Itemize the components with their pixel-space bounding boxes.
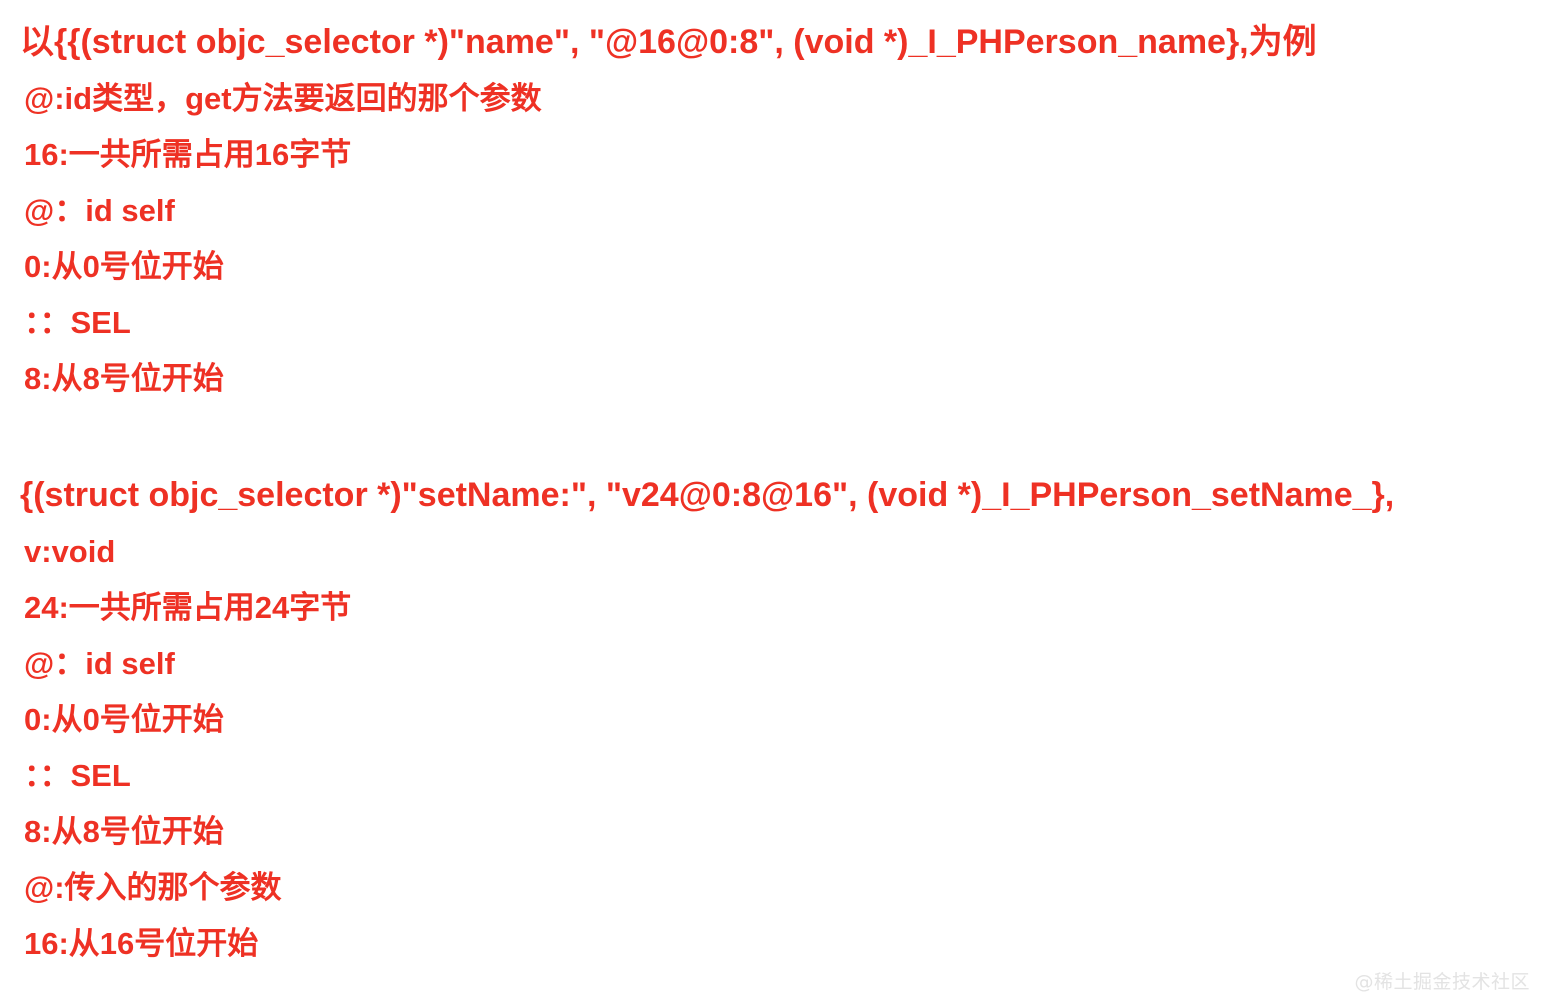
getter-explanation-line: @:id类型，get方法要返回的那个参数 — [24, 81, 542, 116]
getter-block: 以{{(struct objc_selector *)"name", "@16@… — [0, 14, 1546, 407]
setter-selector-signature: {(struct objc_selector *)"setName:", "v2… — [20, 476, 1395, 514]
getter-explanation-line: 8:从8号位开始 — [24, 361, 224, 396]
setter-explanation-line: 0:从0号位开始 — [24, 702, 224, 737]
getter-explanation-line: 0:从0号位开始 — [24, 249, 224, 284]
setter-explanation-line: ：：SEL — [24, 758, 131, 793]
setter-explanation-line: @:传入的那个参数 — [24, 870, 282, 905]
getter-explanation-line: @：id self — [24, 193, 175, 228]
setter-explanation-line: @：id self — [24, 646, 175, 681]
getter-selector-signature: 以{{(struct objc_selector *)"name", "@16@… — [20, 23, 1317, 61]
setter-explanation-line: 24:一共所需占用24字节 — [24, 590, 352, 625]
setter-block: {(struct objc_selector *)"setName:", "v2… — [0, 467, 1546, 972]
setter-explanation-line: v:void — [24, 534, 116, 569]
block-separator — [0, 407, 1546, 467]
annotation-text-body: 以{{(struct objc_selector *)"name", "@16@… — [0, 14, 1546, 972]
getter-explanation-line: 16:一共所需占用16字节 — [24, 137, 352, 172]
setter-explanation-line: 8:从8号位开始 — [24, 814, 224, 849]
getter-explanation-line: ：：SEL — [24, 305, 131, 340]
site-watermark: @稀土掘金技术社区 — [1354, 971, 1530, 993]
setter-explanation-line: 16:从16号位开始 — [24, 926, 259, 961]
